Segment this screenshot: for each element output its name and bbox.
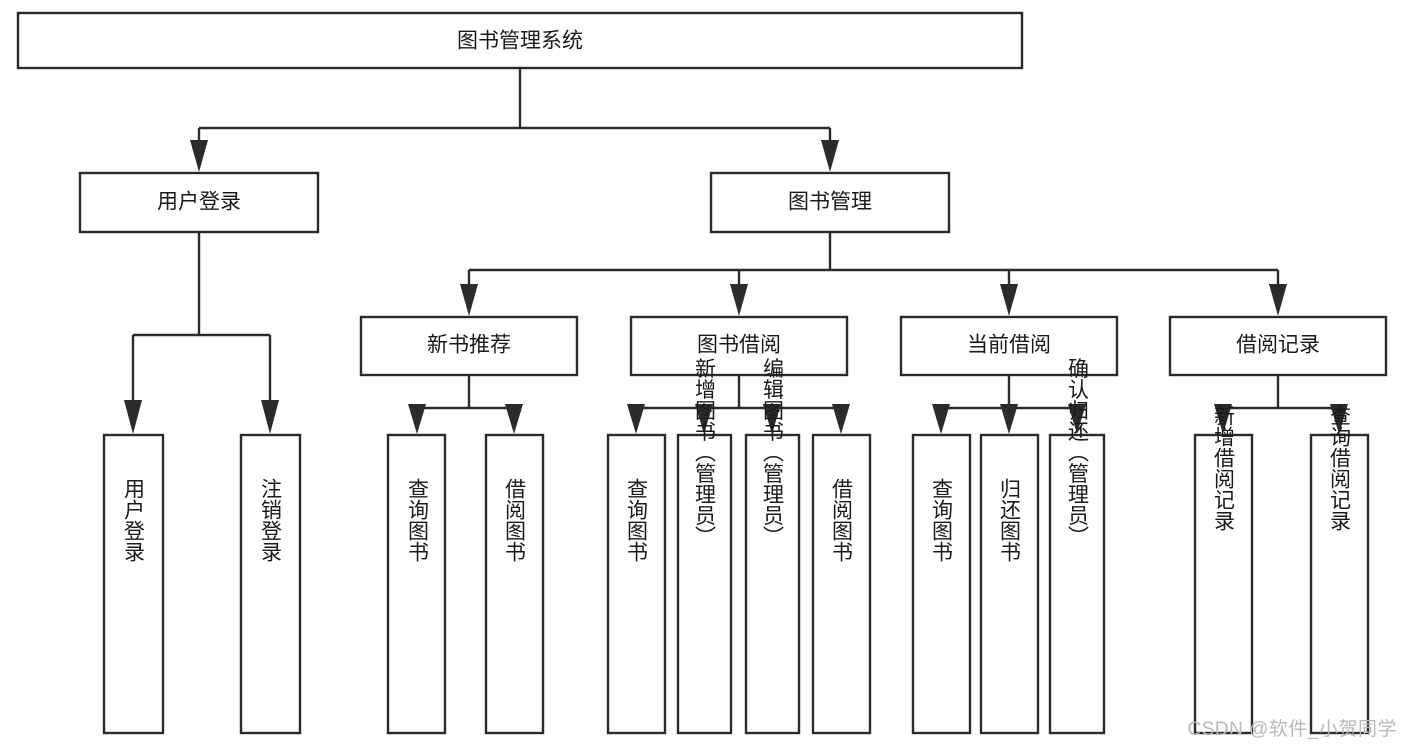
node-book-borrow-box[interactable]	[629, 315, 849, 377]
arrow-head-current-borrow	[1000, 284, 1018, 316]
node-book-borrow[interactable]: 图书借阅	[629, 315, 849, 377]
node-root-system[interactable]: 图书管理系统	[16, 11, 1024, 70]
node-new-book-recommend[interactable]: 新书推荐	[359, 315, 579, 377]
leaf-edit-book-label: 编辑图书（管理员）	[761, 358, 785, 547]
node-user-login-label: 用户登录	[157, 191, 241, 214]
leaf-user-login-label: 用户登录	[122, 478, 146, 562]
arrow-head-leaf-add-record	[1214, 404, 1232, 434]
leaf-confirm-return-label: 确认归还（管理员）	[1066, 358, 1090, 547]
node-new-book-recommend-label: 新书推荐	[427, 334, 511, 357]
node-current-borrow-box[interactable]	[899, 315, 1119, 377]
arrow-head-leaf-add-book	[695, 404, 713, 434]
leaf-confirm-return-box[interactable]	[1048, 433, 1106, 735]
arrow-head-book-manage	[821, 140, 839, 172]
leaf-add-record-label: 新增借阅记录	[1212, 405, 1236, 531]
leaf-borrow-book-new-box[interactable]	[484, 433, 545, 735]
node-root-box[interactable]	[16, 11, 1024, 70]
node-current-borrow[interactable]: 当前借阅	[899, 315, 1119, 377]
arrow-head-leaf-edit-book	[763, 404, 781, 434]
leaf-borrow-book-new-label: 借阅图书	[503, 478, 527, 562]
leaf-query-book-current-box[interactable]	[911, 433, 972, 735]
leaf-query-book-new-label: 查询图书	[406, 478, 430, 562]
arrow-head-leaf-query-book-2	[627, 404, 645, 434]
node-book-manage[interactable]: 图书管理	[709, 171, 951, 234]
leaf-node-add-record[interactable]: 新增借阅记录	[1193, 405, 1254, 735]
arrow-head-leaf-confirm-return	[1068, 404, 1086, 434]
arrow-head-leaf-query-book-3	[932, 404, 950, 434]
leaf-user-login-box[interactable]	[102, 433, 165, 735]
node-root-label: 图书管理系统	[457, 30, 583, 53]
leaf-query-record-box[interactable]	[1309, 433, 1370, 735]
leaf-query-book-borrow-box[interactable]	[606, 433, 667, 735]
leaf-add-record-box[interactable]	[1193, 433, 1254, 735]
arrow-head-leaf-user-login	[124, 400, 142, 434]
arrow-head-new-book	[460, 284, 478, 316]
leaf-add-book-box[interactable]	[676, 433, 733, 735]
node-borrow-record-box[interactable]	[1168, 315, 1388, 377]
leaf-node-query-record[interactable]: 查询借阅记录	[1309, 405, 1370, 735]
leaf-node-return-book[interactable]: 归还图书	[979, 433, 1040, 735]
leaf-return-book-box[interactable]	[979, 433, 1040, 735]
arrow-head-leaf-query-record	[1330, 404, 1348, 434]
leaf-borrow-book-box[interactable]	[811, 433, 872, 735]
leaf-edit-book-box[interactable]	[744, 433, 801, 735]
connectors-group	[124, 68, 1348, 434]
arrow-head-leaf-borrow-book-1	[505, 404, 523, 434]
leaf-node-logout[interactable]: 注销登录	[239, 433, 302, 735]
leaf-return-book-label: 归还图书	[998, 478, 1022, 562]
node-book-manage-label: 图书管理	[788, 191, 872, 214]
arrow-head-user-login	[190, 140, 208, 172]
node-user-login-box[interactable]	[78, 171, 320, 234]
leaf-node-query-book-new[interactable]: 查询图书	[386, 433, 447, 735]
leaf-node-edit-book[interactable]: 编辑图书（管理员）	[744, 358, 801, 735]
node-current-borrow-label: 当前借阅	[967, 334, 1051, 357]
leaf-logout-label: 注销登录	[259, 478, 283, 562]
node-book-borrow-label: 图书借阅	[697, 334, 781, 357]
arrow-head-leaf-return-book	[1000, 404, 1018, 434]
leaf-node-user-login[interactable]: 用户登录	[102, 433, 165, 735]
arrow-head-leaf-query-book-1	[408, 404, 426, 434]
leaf-borrow-book-label: 借阅图书	[830, 478, 854, 562]
node-borrow-record[interactable]: 借阅记录	[1168, 315, 1388, 377]
leaf-logout-box[interactable]	[239, 433, 302, 735]
leaf-node-borrow-book[interactable]: 借阅图书	[811, 433, 872, 735]
leaf-query-book-current-label: 查询图书	[930, 478, 954, 562]
leaf-node-borrow-book-new[interactable]: 借阅图书	[484, 433, 545, 735]
leaf-query-book-new-box[interactable]	[386, 433, 447, 735]
arrow-head-leaf-borrow-book-2	[832, 404, 850, 434]
arrow-head-leaf-logout	[261, 400, 279, 434]
node-borrow-record-label: 借阅记录	[1236, 334, 1320, 357]
leaf-node-add-book[interactable]: 新增图书（管理员）	[676, 358, 733, 735]
node-book-manage-box[interactable]	[709, 171, 951, 234]
arrow-head-book-borrow	[730, 284, 748, 316]
leaf-query-record-label: 查询借阅记录	[1328, 405, 1352, 531]
leaf-add-book-label: 新增图书（管理员）	[693, 358, 717, 547]
arrow-head-borrow-record	[1269, 284, 1287, 316]
node-new-book-recommend-box[interactable]	[359, 315, 579, 377]
leaf-node-query-book-current[interactable]: 查询图书	[911, 433, 972, 735]
leaf-query-book-borrow-label: 查询图书	[625, 478, 649, 562]
leaf-node-confirm-return[interactable]: 确认归还（管理员）	[1048, 358, 1106, 735]
leaf-node-query-book-borrow[interactable]: 查询图书	[606, 433, 667, 735]
node-user-login[interactable]: 用户登录	[78, 171, 320, 234]
